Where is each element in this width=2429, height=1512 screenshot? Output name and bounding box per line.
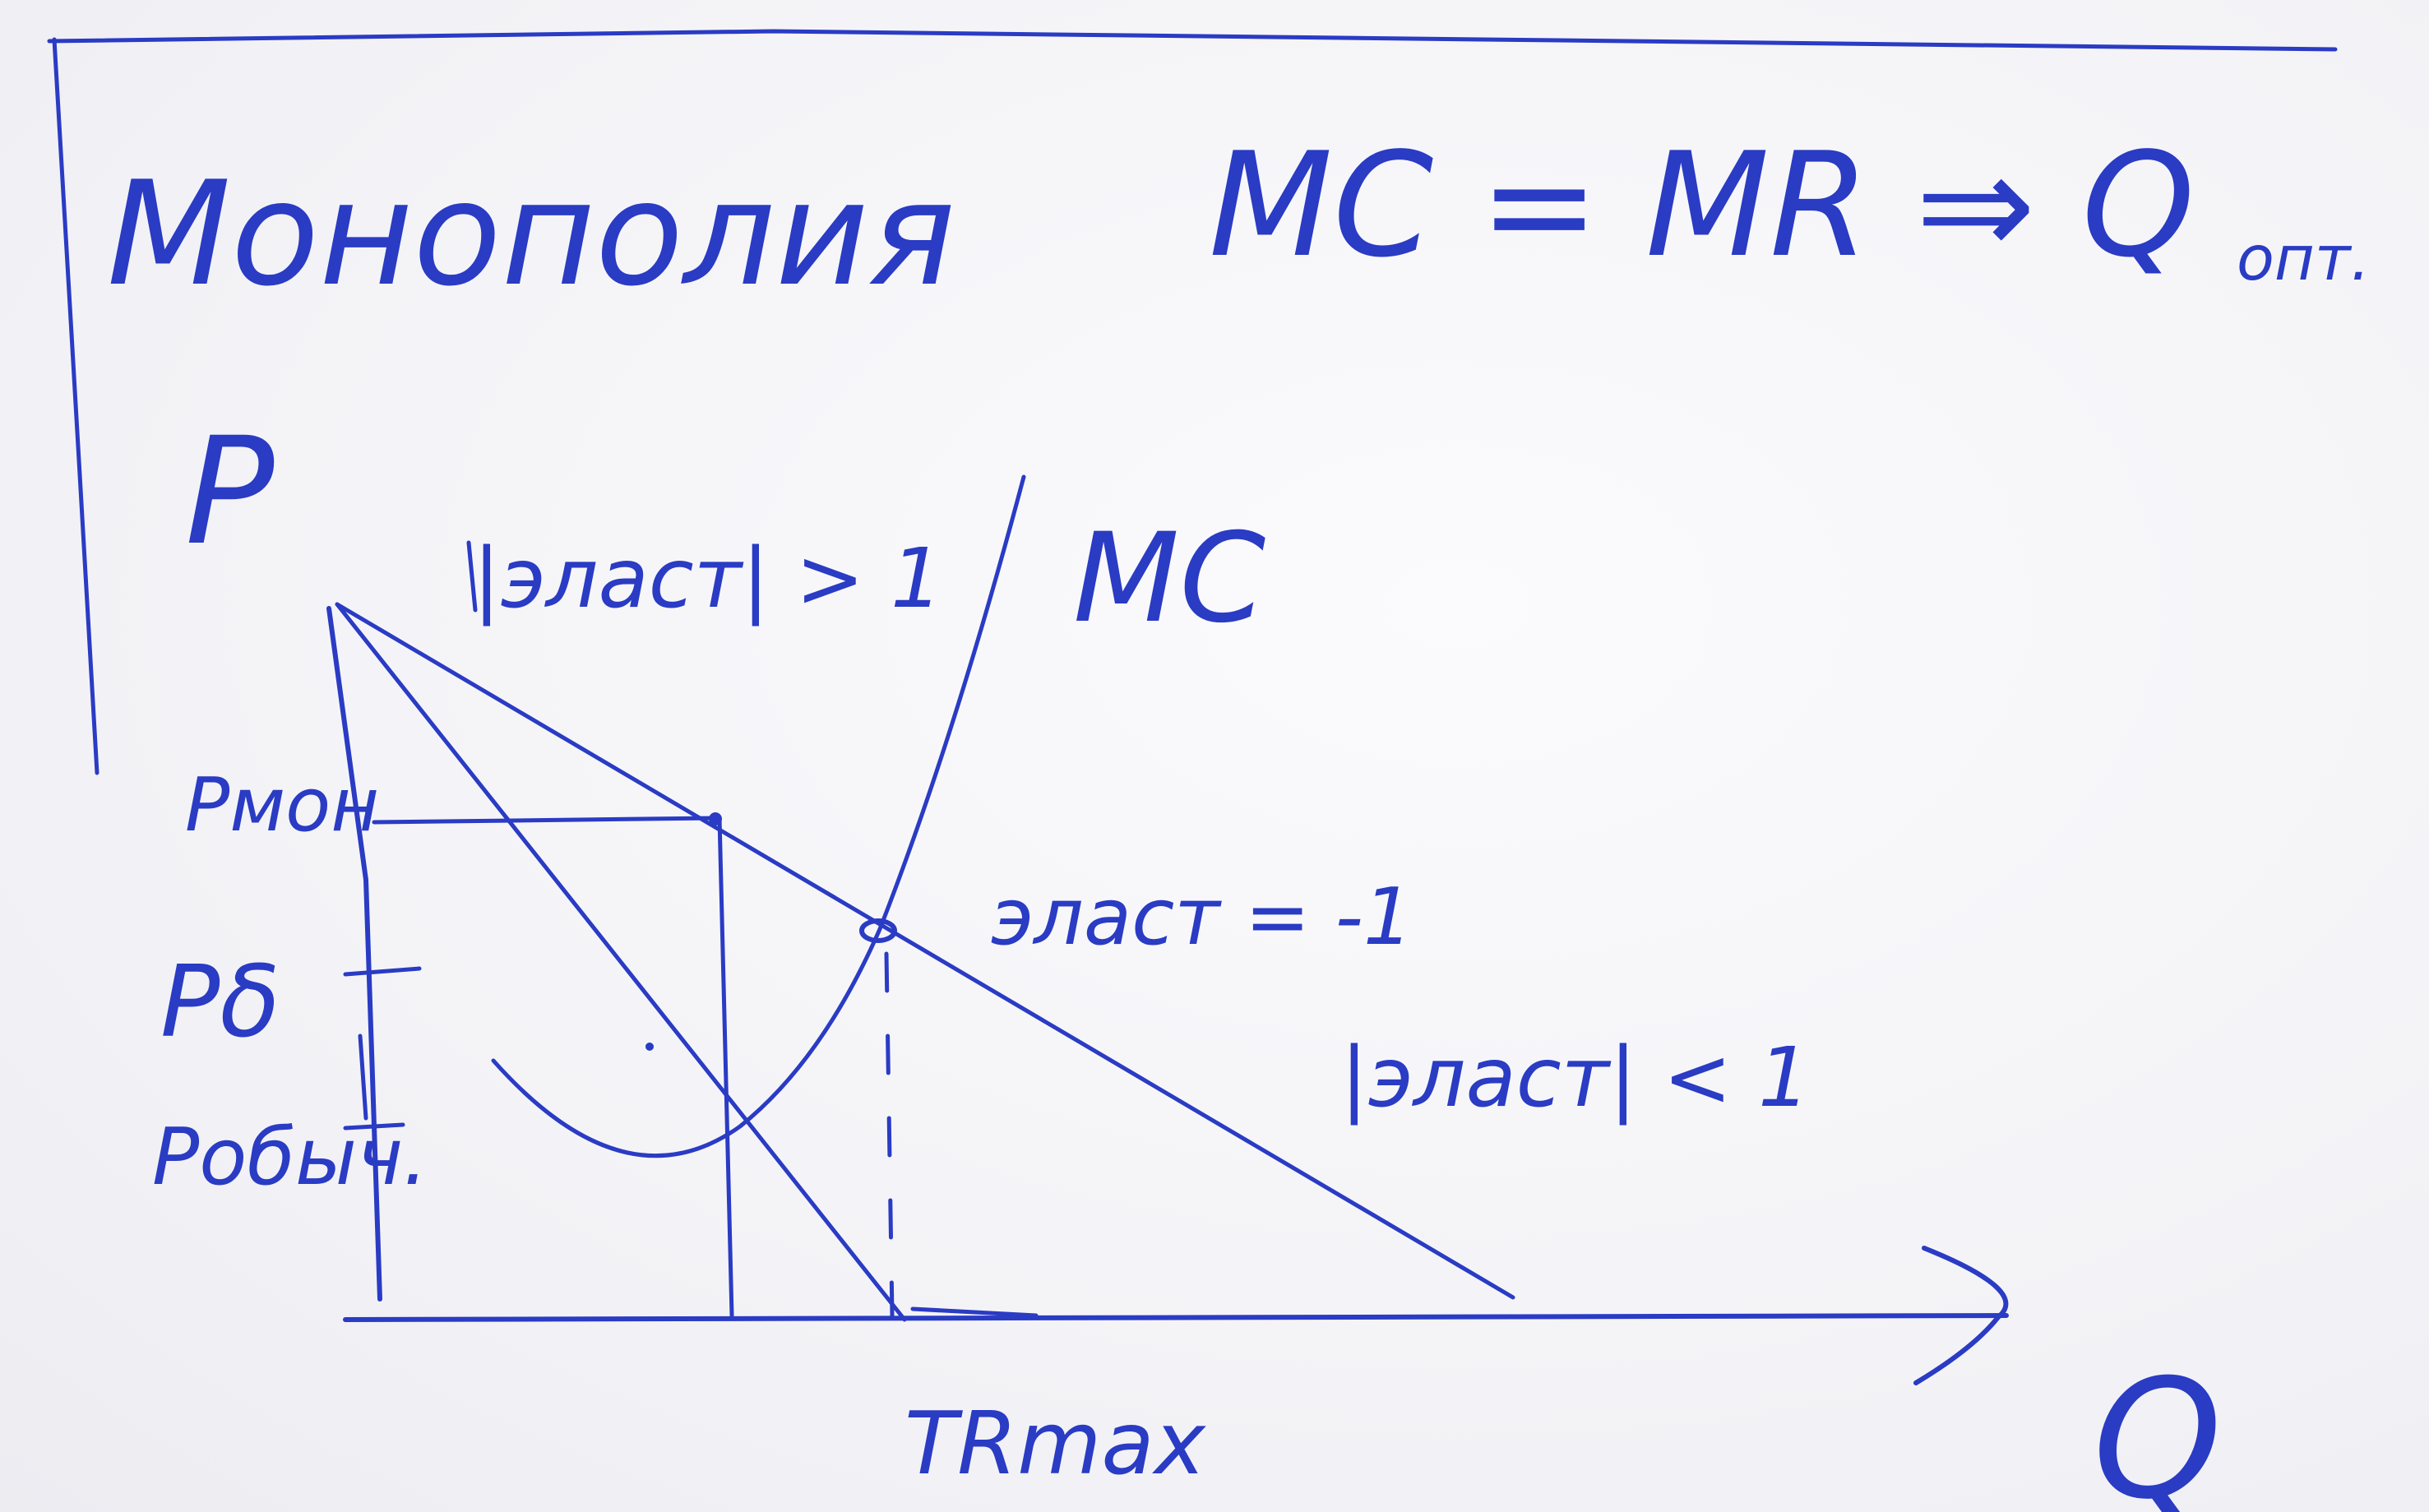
p-mon-label: Pмон <box>185 762 379 848</box>
x-axis-arrowhead <box>1913 1246 2009 1385</box>
top-border-line <box>47 29 2338 52</box>
mc-label: MC <box>1073 507 1265 650</box>
monopoly-price-line <box>372 816 718 825</box>
demand-curve <box>335 602 1515 1300</box>
monopoly-point <box>709 812 722 825</box>
unit-elasticity-point <box>859 918 897 943</box>
p-delta-bracket <box>358 1033 368 1121</box>
p-delta-tick <box>343 966 422 977</box>
stray-dot <box>645 1043 654 1051</box>
heading-rule: MC = MR ⇒ Q <box>1209 123 2195 289</box>
tr-max-label: TRmax <box>905 1394 1207 1494</box>
left-margin-line <box>52 37 99 775</box>
elastic-region-divider <box>466 540 478 613</box>
x-axis <box>343 1313 2009 1322</box>
monopoly-quantity-line <box>717 816 734 1318</box>
y-axis-label: P <box>185 406 275 578</box>
tr-max-dashed-line <box>884 951 895 1318</box>
p-delta-label: Pδ <box>160 946 280 1060</box>
marginal-cost-curve <box>491 474 1026 1158</box>
tr-max-tick <box>910 1306 1039 1318</box>
x-axis-label: Q <box>2093 1344 2222 1512</box>
inelastic-region-label: |эласт| < 1 <box>1340 1029 1811 1126</box>
y-axis <box>326 606 382 1302</box>
elastic-region-label: |эласт| > 1 <box>473 530 943 627</box>
heading-title: Монополия <box>107 151 955 318</box>
marginal-revenue-curve <box>335 602 907 1322</box>
heading-rule-subscript: опт. <box>2237 222 2370 294</box>
p-ordinary-tick <box>343 1122 405 1131</box>
unit-elasticity-label: эласт = -1 <box>991 872 1413 963</box>
